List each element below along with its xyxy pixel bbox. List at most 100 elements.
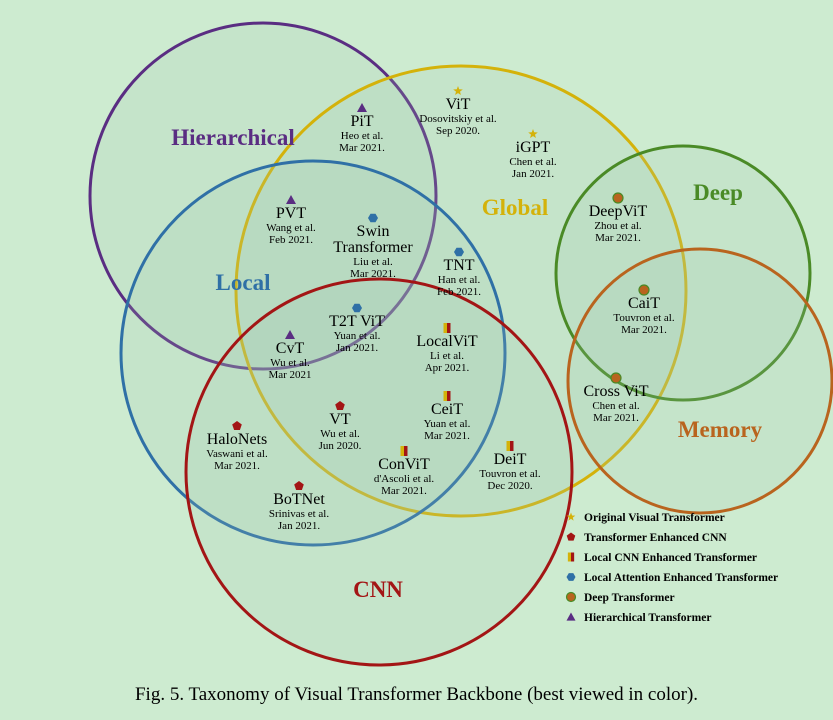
memory-circle-label: Memory — [678, 417, 763, 442]
swin-marker-icon — [368, 213, 378, 223]
pvt-citation-line-2: Feb 2021. — [269, 234, 313, 246]
pit-citation-line-2: Mar 2021. — [339, 142, 385, 154]
original-legend-marker-icon — [566, 512, 576, 521]
legend-label-transformer_cnn: Transformer Enhanced CNN — [584, 532, 727, 544]
deepvit-marker-icon — [612, 192, 624, 204]
botnet-citation-line-1: Srinivas et al. — [269, 508, 329, 520]
global-circle-label: Global — [482, 195, 548, 220]
t2tvit-marker-icon — [352, 303, 362, 313]
vit-marker-icon — [453, 86, 463, 95]
halonets-citation-line-2: Mar 2021. — [214, 460, 260, 472]
igpt-citation-line-2: Jan 2021. — [512, 168, 554, 180]
crossvit-citation-line-2: Mar 2021. — [593, 412, 639, 424]
ceit-citation-line-2: Mar 2021. — [424, 430, 470, 442]
taxonomy-venn-diagram: HierarchicalGlobalLocalCNNDeepMemoryPiTH… — [88, 21, 833, 667]
cait-marker-icon — [638, 284, 650, 296]
localvit-marker-icon — [443, 323, 451, 333]
cait-name: CaiT — [628, 295, 660, 312]
crossvit-marker-icon — [610, 372, 622, 384]
pvt-citation-line-1: Wang et al. — [266, 222, 316, 234]
vt-citation-line-1: Wu et al. — [320, 428, 360, 440]
local_cnn-legend-marker-icon — [567, 552, 575, 562]
convit-citation-line-1: d'Ascoli et al. — [374, 473, 435, 485]
legend-item-deep: Deep Transformer — [565, 591, 675, 604]
cvt-citation-line-2: Mar 2021 — [268, 369, 311, 381]
legend-item-original: Original Visual Transformer — [566, 512, 725, 524]
global-circle — [234, 64, 688, 518]
localvit-citation-line-2: Apr 2021. — [425, 362, 470, 374]
convit-marker-icon — [400, 446, 408, 456]
crossvit-name: Cross ViT — [584, 383, 649, 400]
convit-name: ConViT — [378, 456, 430, 473]
pit-citation-line-1: Heo et al. — [341, 130, 384, 142]
deep-circle-label: Deep — [693, 180, 743, 205]
pvt-marker-icon — [286, 195, 296, 204]
local_attention-legend-marker-icon — [566, 573, 576, 581]
vit-citation-line-1: Dosovitskiy et al. — [419, 113, 497, 125]
pvt-name: PVT — [276, 205, 306, 222]
legend-label-local_cnn: Local CNN Enhanced Transformer — [584, 552, 757, 564]
ceit-citation-line-1: Yuan et al. — [424, 418, 471, 430]
tnt-marker-icon — [454, 247, 464, 257]
tnt-citation-line-1: Han et al. — [438, 274, 481, 286]
swin-citation-line-2: Mar 2021. — [350, 268, 396, 280]
local-circle — [119, 159, 507, 547]
localvit-name: LocalViT — [416, 333, 477, 350]
crossvit-citation-line-1: Chen et al. — [592, 400, 640, 412]
ceit-name: CeiT — [431, 401, 463, 418]
legend-label-original: Original Visual Transformer — [584, 512, 725, 524]
legend-item-local_cnn: Local CNN Enhanced Transformer — [567, 552, 757, 564]
botnet-name: BoTNet — [273, 491, 325, 508]
deit-name: DeiT — [494, 451, 527, 468]
localvit-citation-line-1: Li et al. — [430, 350, 464, 362]
legend-label-deep: Deep Transformer — [584, 592, 675, 604]
botnet-citation-line-2: Jan 2021. — [278, 520, 320, 532]
deit-citation-line-1: Touvron et al. — [479, 468, 540, 480]
legend-item-transformer_cnn: Transformer Enhanced CNN — [566, 532, 727, 544]
ceit-marker-icon — [443, 391, 451, 401]
pit-marker-icon — [357, 103, 367, 112]
tnt-citation-line-2: Feb 2021. — [437, 286, 481, 298]
tnt-name: TNT — [443, 257, 474, 274]
deep-legend-marker-icon — [565, 591, 577, 603]
cait-citation-line-2: Mar 2021. — [621, 324, 667, 336]
memory-circle — [566, 247, 833, 515]
local-circle-label: Local — [216, 270, 271, 295]
swin-citation-line-1: Liu et al. — [353, 256, 393, 268]
cvt-citation-line-1: Wu et al. — [270, 357, 310, 369]
deit-marker-icon — [506, 441, 514, 451]
cait-citation-line-1: Touvron et al. — [613, 312, 674, 324]
legend-item-hierarchical: Hierarchical Transformer — [566, 612, 711, 624]
cnn-circle — [184, 277, 574, 667]
legend-label-local_attention: Local Attention Enhanced Transformer — [584, 572, 778, 584]
swin-name-line-2: Transformer — [333, 239, 413, 256]
deit-citation-line-2: Dec 2020. — [487, 480, 532, 492]
deepvit-name: DeepViT — [589, 203, 648, 220]
igpt-name: iGPT — [516, 139, 551, 156]
igpt-citation-line-1: Chen et al. — [509, 156, 557, 168]
vt-marker-icon — [335, 401, 345, 410]
convit-citation-line-2: Mar 2021. — [381, 485, 427, 497]
deepvit-citation-line-1: Zhou et al. — [594, 220, 642, 232]
t2tvit-name: T2T ViT — [329, 313, 385, 330]
t2tvit-citation-line-2: Jan 2021. — [336, 342, 378, 354]
vt-name: VT — [329, 411, 351, 428]
cnn-circle-label: CNN — [353, 577, 403, 602]
cvt-marker-icon — [285, 330, 295, 339]
legend-label-hierarchical: Hierarchical Transformer — [584, 612, 711, 624]
